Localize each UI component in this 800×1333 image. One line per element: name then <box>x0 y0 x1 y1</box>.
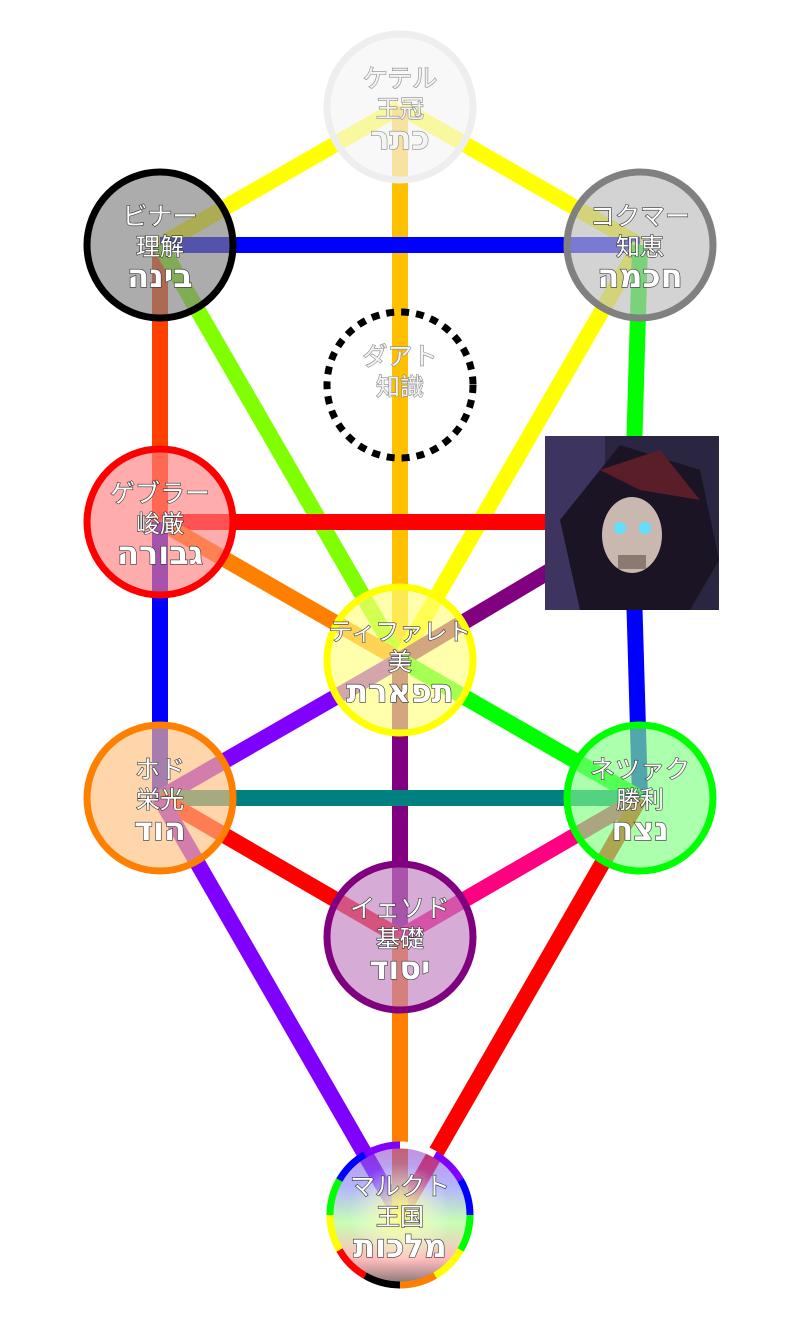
sephirah-name-katakana: ネツァク <box>590 755 690 784</box>
sephirah-name-hebrew: בינה <box>127 257 192 295</box>
sephirah-name-katakana: イェソド <box>350 894 450 923</box>
sephirah-name-katakana: マルクト <box>350 1172 450 1201</box>
sephirah-name-hebrew: תפארת <box>346 672 453 710</box>
sephirah-name-katakana: ケテル <box>363 64 438 93</box>
sephirah-name-hebrew: חכמה <box>597 257 682 295</box>
sephirah-name-kanji: 知識 <box>376 373 424 401</box>
sephirah-name-kanji: 王国 <box>376 1203 424 1231</box>
sephirah-name-katakana: ティファレト <box>329 618 472 646</box>
sephirah-name-hebrew: גבורה <box>117 534 203 572</box>
path-chokmah-tiferet <box>393 240 647 665</box>
sephirah-name-katakana: ダアト <box>362 342 437 371</box>
sephirah-name-hebrew: יסוד <box>370 949 431 987</box>
sephirah-name-katakana: ビナー <box>122 202 197 231</box>
sephirah-name-kanji: 栄光 <box>136 786 184 814</box>
sephirah-name-hebrew: מלכות <box>353 1227 446 1265</box>
sephirah-name-hebrew: נצח <box>611 810 668 848</box>
sephirah-name-kanji: 勝利 <box>616 786 664 814</box>
portrait-image <box>545 436 719 610</box>
sephiroth-layer: ケテル王冠כתרビナー理解בינהコクマー知恵חכמהダアト知識ゲブラー峻厳גב… <box>83 30 719 1289</box>
path-hod-malkuth <box>153 794 407 1219</box>
path-netzach-malkuth <box>393 794 647 1219</box>
sephirah-name-kanji: 理解 <box>136 233 184 261</box>
sephirah-name-katakana: ゲブラー <box>110 479 210 508</box>
sephirah-name-kanji: 峻厳 <box>136 510 184 538</box>
sephirah-name-kanji: 王冠 <box>376 95 424 123</box>
sephirah-chesed[interactable] <box>545 436 719 610</box>
sephirah-name-kanji: 基礎 <box>376 925 424 953</box>
sephirah-name-hebrew: הוד <box>134 810 186 848</box>
sephirah-name-hebrew: כתר <box>370 119 429 157</box>
sephirah-name-kanji: 美 <box>388 648 412 676</box>
sephirah-name-kanji: 知恵 <box>616 233 664 261</box>
sephirah-name-katakana: ホド <box>135 755 185 784</box>
path-binah-tiferet <box>153 240 407 665</box>
sephirah-name-katakana: コクマー <box>590 202 690 231</box>
